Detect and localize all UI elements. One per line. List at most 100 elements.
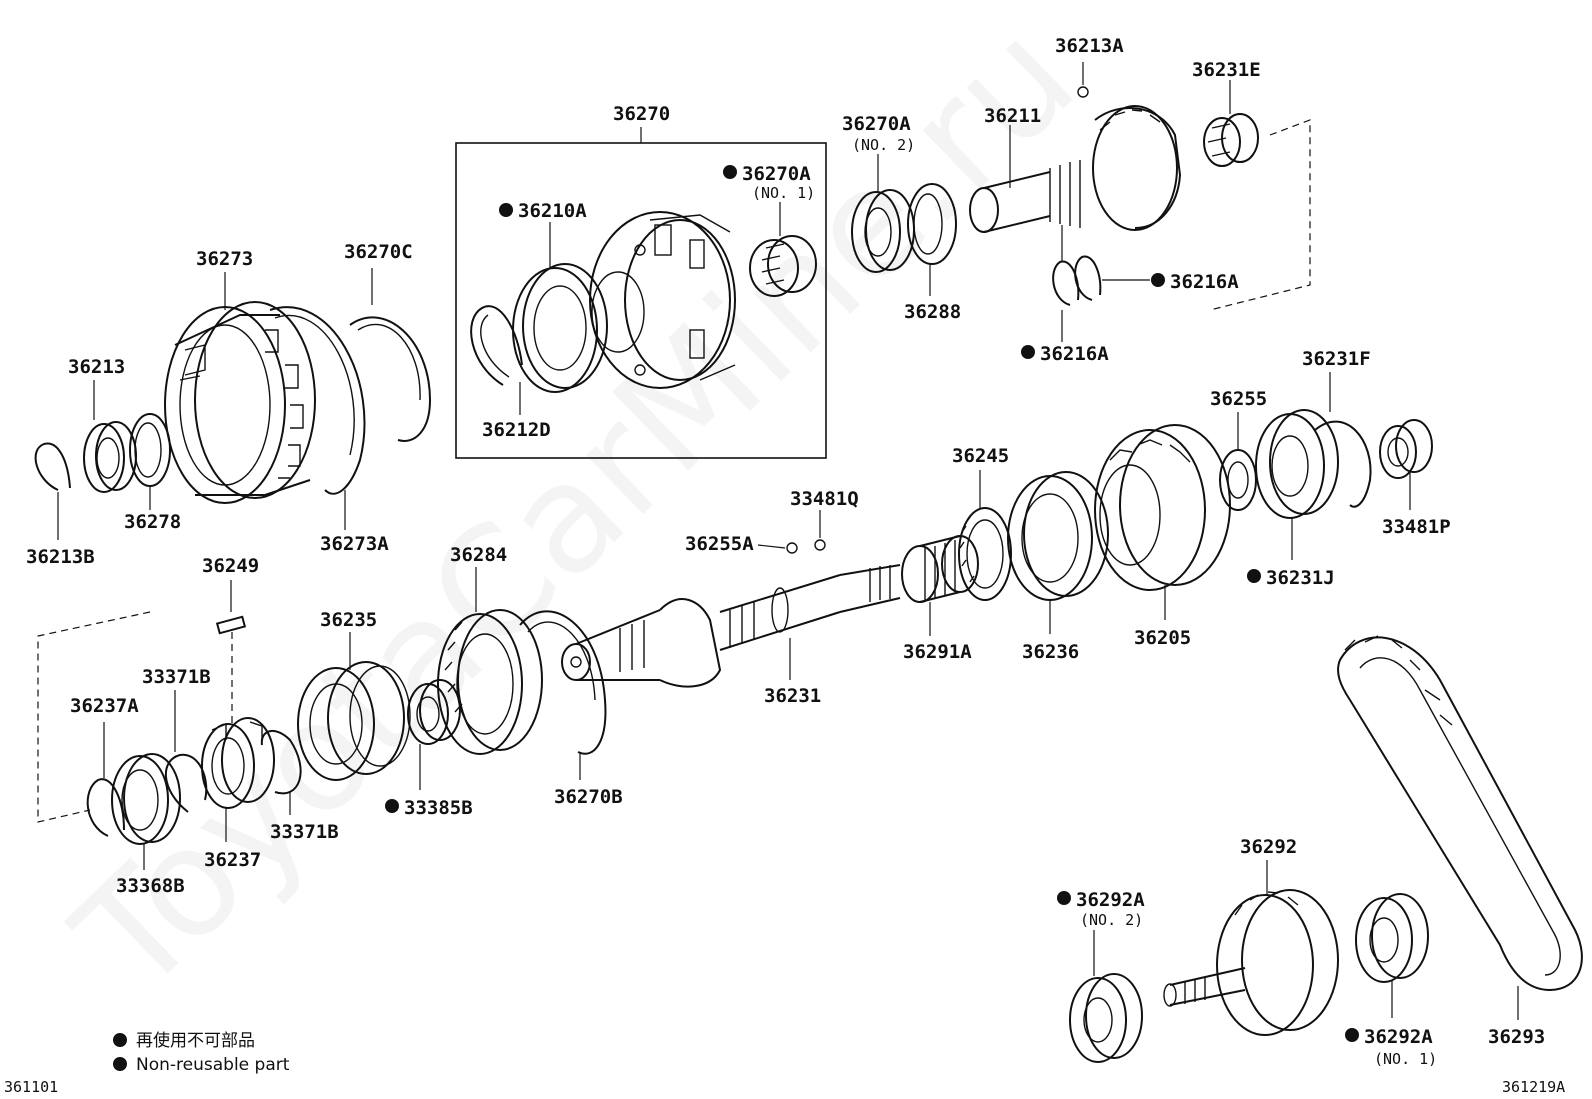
label-36237: 36237 — [204, 849, 261, 871]
watermark: ToyotaCarMine.ru — [43, 0, 1107, 1027]
legend-line-jp: 再使用不可部品 — [136, 1030, 255, 1051]
nonreusable-mark — [1057, 891, 1071, 905]
part-36273A[interactable] — [269, 306, 366, 495]
label-36231F: 36231F — [1302, 348, 1371, 370]
part-36284[interactable] — [437, 609, 543, 755]
label-36255: 36255 — [1210, 388, 1267, 410]
label-36231E: 36231E — [1192, 59, 1261, 81]
nonreusable-mark — [1247, 569, 1261, 583]
label-36210A: 36210A — [518, 200, 587, 222]
label-36212D: 36212D — [482, 419, 551, 441]
label-36284: 36284 — [450, 544, 507, 566]
part-36293[interactable] — [1337, 635, 1583, 992]
part-planetary-carrier[interactable] — [589, 211, 736, 389]
part-36291A[interactable] — [901, 535, 979, 603]
part-36235[interactable] — [297, 661, 411, 781]
part-36212D[interactable] — [470, 305, 523, 386]
label-36216A-right: 36216A — [1170, 271, 1239, 293]
label-36213: 36213 — [68, 356, 125, 378]
label-36270: 36270 — [613, 103, 670, 125]
legend-dot — [113, 1057, 127, 1071]
part-36237A[interactable] — [86, 778, 125, 837]
part-36249[interactable] — [215, 615, 247, 635]
label-36270A-no2-sub: (NO. 2) — [852, 136, 915, 154]
part-36288[interactable] — [907, 183, 957, 265]
label-36249: 36249 — [202, 555, 259, 577]
part-36270C[interactable] — [349, 316, 432, 442]
part-36236[interactable] — [1007, 471, 1109, 601]
part-36292A-no2[interactable] — [1069, 973, 1143, 1063]
nonreusable-mark — [1021, 345, 1035, 359]
nonreusable-mark — [499, 203, 513, 217]
label-36291A: 36291A — [903, 641, 972, 663]
label-36255A: 36255A — [685, 533, 754, 555]
legend: 再使用不可部品 Non-reusable part — [113, 1030, 290, 1075]
label-36236: 36236 — [1022, 641, 1079, 663]
label-36278: 36278 — [124, 511, 181, 533]
part-33481Q[interactable] — [814, 539, 826, 551]
part-36292A-no1[interactable] — [1355, 893, 1429, 983]
part-36245[interactable] — [958, 507, 1012, 601]
part-36231E[interactable] — [1203, 113, 1259, 167]
part-36213[interactable] — [83, 421, 137, 493]
legend-dot — [113, 1033, 127, 1047]
part-33385B[interactable] — [407, 679, 461, 745]
part-36213B[interactable] — [34, 442, 71, 491]
part-36270A-no1[interactable] — [749, 235, 817, 297]
label-36237A: 36237A — [70, 695, 139, 717]
nonreusable-mark — [1151, 273, 1165, 287]
part-36270B[interactable] — [519, 610, 607, 755]
label-33371B-top: 33371B — [142, 666, 211, 688]
label-36245: 36245 — [952, 445, 1009, 467]
label-33481Q: 33481Q — [790, 488, 859, 510]
label-36292: 36292 — [1240, 836, 1297, 858]
label-36288: 36288 — [904, 301, 961, 323]
part-36292[interactable] — [1163, 889, 1339, 1036]
part-36211[interactable] — [969, 105, 1182, 233]
label-36213A: 36213A — [1055, 35, 1124, 57]
label-36292A-no1: 36292A — [1364, 1026, 1433, 1048]
label-36273: 36273 — [196, 248, 253, 270]
figure-code-right: 361219A — [1502, 1078, 1565, 1096]
part-33371B[interactable] — [165, 730, 302, 813]
part-33368B[interactable] — [111, 753, 181, 845]
nonreusable-mark — [1345, 1028, 1359, 1042]
part-36210A[interactable] — [512, 263, 608, 393]
part-33481P[interactable] — [1379, 419, 1433, 479]
figure-code-left: 361101 — [4, 1078, 58, 1096]
legend-line-en: Non-reusable part — [136, 1055, 290, 1075]
part-36231F[interactable] — [1314, 420, 1372, 508]
part-36237[interactable] — [201, 717, 275, 809]
nonreusable-mark — [385, 799, 399, 813]
part-36205[interactable] — [1094, 424, 1231, 591]
label-36231J: 36231J — [1266, 567, 1335, 589]
label-36270B: 36270B — [554, 786, 623, 808]
part-36213A[interactable] — [1077, 86, 1089, 98]
nonreusable-mark — [723, 165, 737, 179]
part-36231J[interactable] — [1255, 409, 1339, 519]
part-36273[interactable] — [164, 301, 316, 504]
label-36231: 36231 — [764, 685, 821, 707]
label-36270C: 36270C — [344, 241, 413, 263]
label-36273A: 36273A — [320, 533, 389, 555]
label-36235: 36235 — [320, 609, 377, 631]
part-36255[interactable] — [1219, 449, 1257, 511]
label-36293: 36293 — [1488, 1026, 1545, 1048]
part-36270A-no2[interactable] — [851, 189, 915, 273]
label-36205: 36205 — [1134, 627, 1191, 649]
label-36216A-left: 36216A — [1040, 343, 1109, 365]
label-36292A-no2: 36292A — [1076, 889, 1145, 911]
part-36255A[interactable] — [786, 542, 798, 554]
label-36292A-no1-sub: (NO. 1) — [1374, 1050, 1437, 1068]
label-33368B: 33368B — [116, 875, 185, 897]
label-36270A-no1-sub: (NO. 1) — [752, 184, 815, 202]
label-33385B: 33385B — [404, 797, 473, 819]
part-36231[interactable] — [561, 564, 901, 688]
label-33371B-bottom: 33371B — [270, 821, 339, 843]
label-36211: 36211 — [984, 105, 1041, 127]
part-36216A[interactable] — [1052, 255, 1102, 306]
group-36270: 36270 36212D 36210A — [455, 103, 827, 459]
label-36292A-no2-sub: (NO. 2) — [1080, 911, 1143, 929]
label-36270A-no2: 36270A — [842, 113, 911, 135]
